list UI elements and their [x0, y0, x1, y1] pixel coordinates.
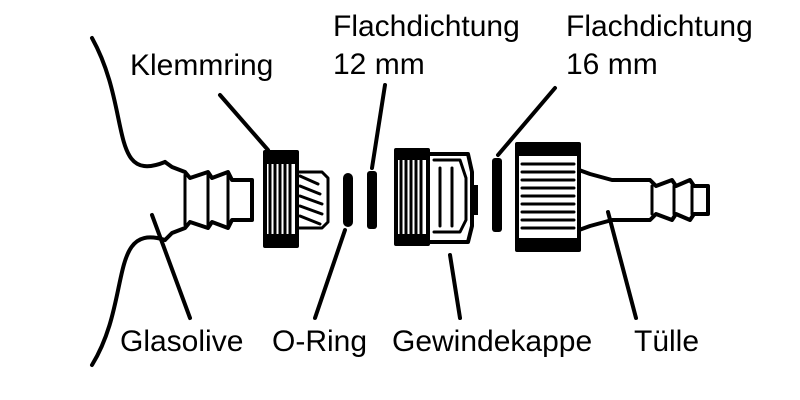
leader-klemmring — [218, 93, 270, 152]
labels: Klemmring Flachdichtung 12 mm Flachdicht… — [120, 10, 753, 358]
leader-tuelle — [606, 210, 638, 320]
label-flachdichtung-16-line2: 16 mm — [566, 48, 658, 81]
label-klemmring: Klemmring — [130, 49, 273, 82]
gewindekappe-part — [394, 148, 478, 246]
label-flachdichtung-16-line1: Flachdichtung — [566, 10, 753, 43]
o-ring-part — [343, 173, 353, 227]
leader-flachdichtung-16 — [496, 86, 557, 157]
flachdichtung-12-part — [367, 171, 377, 229]
glasolive-barbs — [163, 160, 254, 242]
label-glasolive: Glasolive — [120, 325, 243, 358]
label-flachdichtung-12-line1: Flachdichtung — [333, 10, 520, 43]
leader-gewindekappe — [448, 253, 462, 320]
klemmring-thread — [295, 170, 330, 230]
glass-vessel-outline — [90, 36, 167, 367]
leader-flachdichtung-12 — [370, 83, 387, 170]
leader-lines — [150, 83, 638, 320]
tuelle-barbs — [577, 168, 710, 232]
glasolive-part — [90, 36, 254, 367]
leader-glasolive — [150, 213, 192, 320]
label-gewindekappe: Gewindekappe — [392, 325, 592, 358]
leader-o-ring — [313, 228, 347, 320]
flachdichtung-16-part — [492, 158, 502, 232]
tuelle-part — [515, 142, 710, 252]
label-o-ring: O-Ring — [272, 325, 367, 358]
label-flachdichtung-12-line2: 12 mm — [333, 48, 425, 81]
label-tuelle: Tülle — [634, 325, 699, 358]
klemmring-part — [263, 150, 330, 248]
